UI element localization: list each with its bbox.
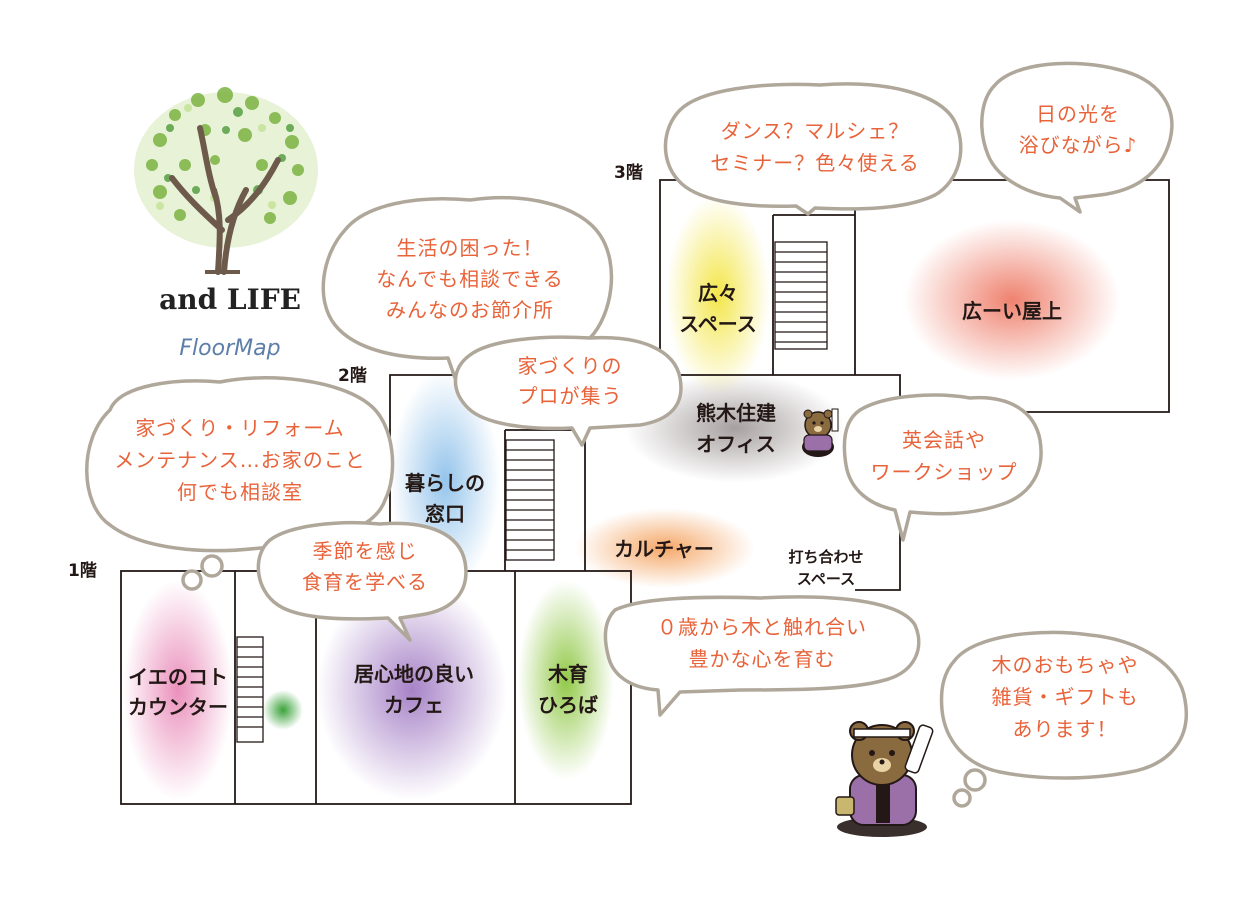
room-label-kurashi-line1: 暮らしの [404, 471, 485, 495]
brand-subtitle: FloorMap [179, 336, 280, 361]
floor-label-1f: 1階 [68, 561, 97, 581]
glow-yellow [666, 195, 770, 395]
tree-logo-icon [134, 87, 318, 275]
glow-green [518, 580, 614, 780]
bubble-consult-room [85, 376, 395, 553]
bubble-english-line2: ワークショップ [871, 460, 1018, 484]
bubble-sunlight [980, 61, 1174, 214]
room-label-culture: カルチャー [614, 537, 714, 561]
bubble-food-education [256, 520, 468, 642]
bubble-pros-line2: プロが集う [518, 384, 623, 408]
bubble-multi-use [663, 82, 963, 216]
glow-purple [317, 580, 507, 800]
room-label-rooftop: 広ーい屋上 [962, 299, 1062, 323]
glow-green-dot [263, 690, 303, 730]
bubble-consult-line2: メンテナンス…お家のこと [114, 448, 366, 472]
bubble-goods [939, 630, 1188, 780]
bubble-wood-touch [603, 595, 921, 717]
bubble-english-line1: 英会話や [902, 428, 986, 452]
bubble-goods-line2: 雑貨・ギフトも [992, 685, 1139, 709]
floor-label-2f: 2階 [338, 366, 367, 386]
bubble-life-line1: 生活の困った！ [397, 236, 544, 260]
bubble-consult-line1: 家づくり・リフォーム [135, 416, 344, 440]
staircase-icon [774, 241, 828, 350]
room-label-office-line1: 熊木住建 [696, 401, 776, 425]
brand-name: and LIFE [159, 283, 301, 316]
bubble-goods-line3: あります！ [1013, 717, 1118, 741]
room-label-cafe-line2: カフェ [384, 693, 444, 717]
bubble-consult-line3: 何でも相談室 [177, 480, 303, 504]
glow-orange [575, 508, 755, 588]
room-label-mokuiku-line2: ひろば [538, 693, 598, 717]
bubble-food-line2: 食育を学べる [302, 570, 428, 594]
floor-label-3f: 3階 [614, 163, 643, 183]
bubble-sun-line1: 日の光を [1036, 102, 1120, 126]
room-label-ie-no-koto-line2: カウンター [128, 695, 228, 719]
bubble-wood-line2: 豊かな心を育む [689, 647, 836, 671]
bear-mascot-icon [802, 408, 839, 457]
glow-red [904, 220, 1120, 380]
room-label-hirobiro-line1: 広々 [698, 281, 738, 305]
bubble-pros-gather [453, 335, 683, 447]
bubble-multi-line2: セミナー？色々使える [710, 151, 919, 175]
bubble-multi-line1: ダンス？マルシェ？ [721, 119, 910, 143]
bubble-food-line1: 季節を感じ [313, 539, 418, 563]
bubble-life-line3: みんなのお節介所 [386, 298, 554, 322]
bubble-wood-line1: ０歳から木と触れ合い [657, 615, 867, 639]
room-label-kurashi-line2: 窓口 [425, 502, 465, 526]
room-label-hirobiro-line2: スペース [679, 312, 757, 336]
room-label-uchiawase-line2: スペース [797, 570, 855, 588]
staircase-icon [236, 636, 264, 743]
bubble-pros-line1: 家づくりの [518, 354, 623, 378]
glow-pink [123, 580, 233, 800]
bubble-sun-line2: 浴びながら♪ [1019, 133, 1138, 157]
speech-bubbles [85, 61, 1188, 808]
room-label-ie-no-koto-line1: イエのコト [128, 665, 228, 689]
room-label-office-line2: オフィス [696, 432, 776, 456]
bubble-life-line2: なんでも相談できる [376, 267, 564, 291]
staircase-icon [505, 439, 555, 561]
bear-mascot-icon [835, 721, 934, 837]
room-label-cafe-line1: 居心地の良い [354, 662, 474, 686]
room-label-uchiawase-line1: 打ち合わせ [788, 548, 863, 566]
bubble-english [842, 393, 1043, 542]
bubble-goods-line1: 木のおもちゃや [992, 653, 1139, 677]
room-label-mokuiku-line1: 木育 [547, 662, 588, 686]
